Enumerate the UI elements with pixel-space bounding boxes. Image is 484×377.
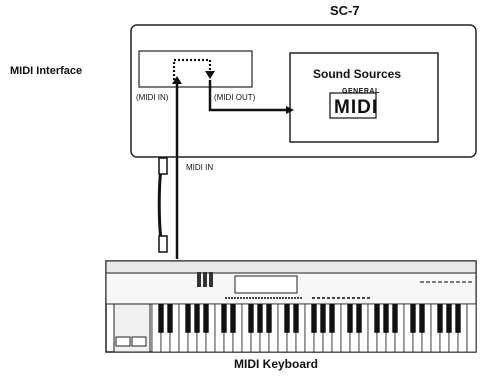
black-key <box>194 304 199 333</box>
black-key <box>293 304 298 333</box>
keyboard-display <box>235 276 297 293</box>
black-key <box>329 304 334 333</box>
black-key <box>257 304 262 333</box>
midi-interface-label: MIDI Interface <box>10 65 82 77</box>
black-key <box>356 304 361 333</box>
keyboard-label: MIDI Keyboard <box>234 357 318 371</box>
black-key <box>320 304 325 333</box>
black-key <box>374 304 379 333</box>
keyboard-slider-controls <box>197 272 213 287</box>
black-key <box>167 304 172 333</box>
sound-sources-title: Sound Sources <box>313 67 401 81</box>
black-key <box>248 304 253 333</box>
black-key <box>446 304 451 333</box>
black-key <box>383 304 388 333</box>
black-key <box>455 304 460 333</box>
black-key <box>185 304 190 333</box>
black-key <box>437 304 442 333</box>
black-key <box>284 304 289 333</box>
black-key <box>410 304 415 333</box>
midi-out-port-label: (MIDI OUT) <box>214 93 255 102</box>
device-title: SC-7 <box>330 3 360 18</box>
black-key <box>230 304 235 333</box>
midi-cable <box>159 158 167 252</box>
white-key <box>467 304 476 352</box>
black-key <box>347 304 352 333</box>
general-midi-logo-top: GENERAL <box>342 88 380 95</box>
midi-in-port-label: (MIDI IN) <box>136 93 168 102</box>
black-key <box>221 304 226 333</box>
general-midi-logo-bottom: MIDI <box>334 97 378 119</box>
midi-cable-label: MIDI IN <box>186 163 213 172</box>
interface-window <box>139 51 252 87</box>
black-key <box>392 304 397 333</box>
black-key <box>311 304 316 333</box>
midi-keyboard <box>106 261 476 352</box>
black-key <box>203 304 208 333</box>
black-key <box>158 304 163 333</box>
black-key <box>419 304 424 333</box>
black-key <box>266 304 271 333</box>
